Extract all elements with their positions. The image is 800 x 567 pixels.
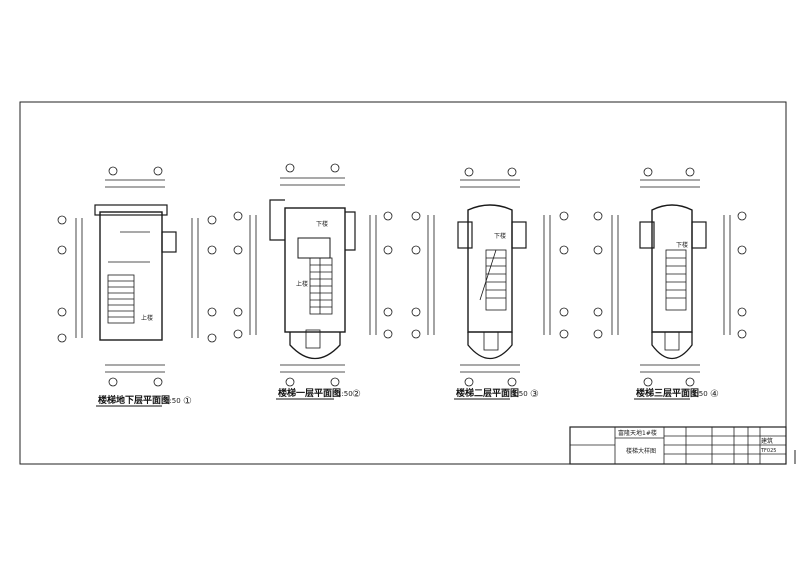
plan-scale: 1:50 [165, 397, 181, 405]
plan-index: ④ [710, 389, 719, 400]
plan-title-basement: 楼梯地下层平面图 1:50 ① [98, 394, 192, 407]
plan-title: 楼梯一层平面图 [278, 387, 341, 399]
stair-treads [485, 249, 507, 311]
stair-walls [467, 204, 513, 333]
label-down: 下楼 [494, 232, 506, 240]
landing-curve [651, 332, 693, 360]
project-name: 富隆天地1#楼 [618, 429, 657, 437]
stair-treads [665, 249, 687, 311]
plan-title: 楼梯三层平面图 [636, 387, 699, 399]
plan-index: ② [352, 389, 361, 400]
plan-title-floor3: 楼梯三层平面图 1:50 ④ [636, 387, 719, 400]
stair-walls [284, 207, 346, 333]
axis-bubble [153, 166, 163, 176]
stair-walls [651, 204, 693, 333]
label-up: 上楼 [296, 280, 308, 288]
label-up: 上楼 [141, 314, 153, 322]
discipline: 建筑 [761, 437, 773, 445]
plan-index: ① [183, 396, 192, 407]
plan-scale: 1:50 [692, 390, 708, 398]
plan-floor1 [233, 163, 393, 387]
drawing-name: 楼梯大样图 [626, 447, 656, 455]
title-block [569, 426, 787, 465]
landing-curve [467, 332, 513, 360]
plan-index: ③ [530, 389, 539, 400]
stair-walls [99, 211, 163, 341]
stair-treads [309, 257, 333, 315]
plan-floor3 [593, 167, 747, 387]
plan-scale: 1:50 [512, 390, 528, 398]
sheet-border [19, 101, 787, 465]
drawing-code: TF025 [760, 448, 776, 454]
plan-scale: 1:50 [337, 390, 353, 398]
stair-treads [107, 274, 135, 324]
label-down: 下楼 [676, 241, 688, 249]
plan-basement [57, 166, 217, 387]
plan-title: 楼梯二层平面图 [456, 387, 519, 399]
label-down: 下楼 [316, 220, 328, 228]
plan-title: 楼梯地下层平面图 [98, 394, 170, 406]
plan-title-floor1: 楼梯一层平面图 1:50 ② [278, 387, 361, 400]
landing-curve [289, 332, 341, 359]
plan-title-floor2: 楼梯二层平面图 1:50 ③ [456, 387, 539, 400]
axis-bubble [108, 166, 118, 176]
plan-floor2 [411, 167, 569, 387]
